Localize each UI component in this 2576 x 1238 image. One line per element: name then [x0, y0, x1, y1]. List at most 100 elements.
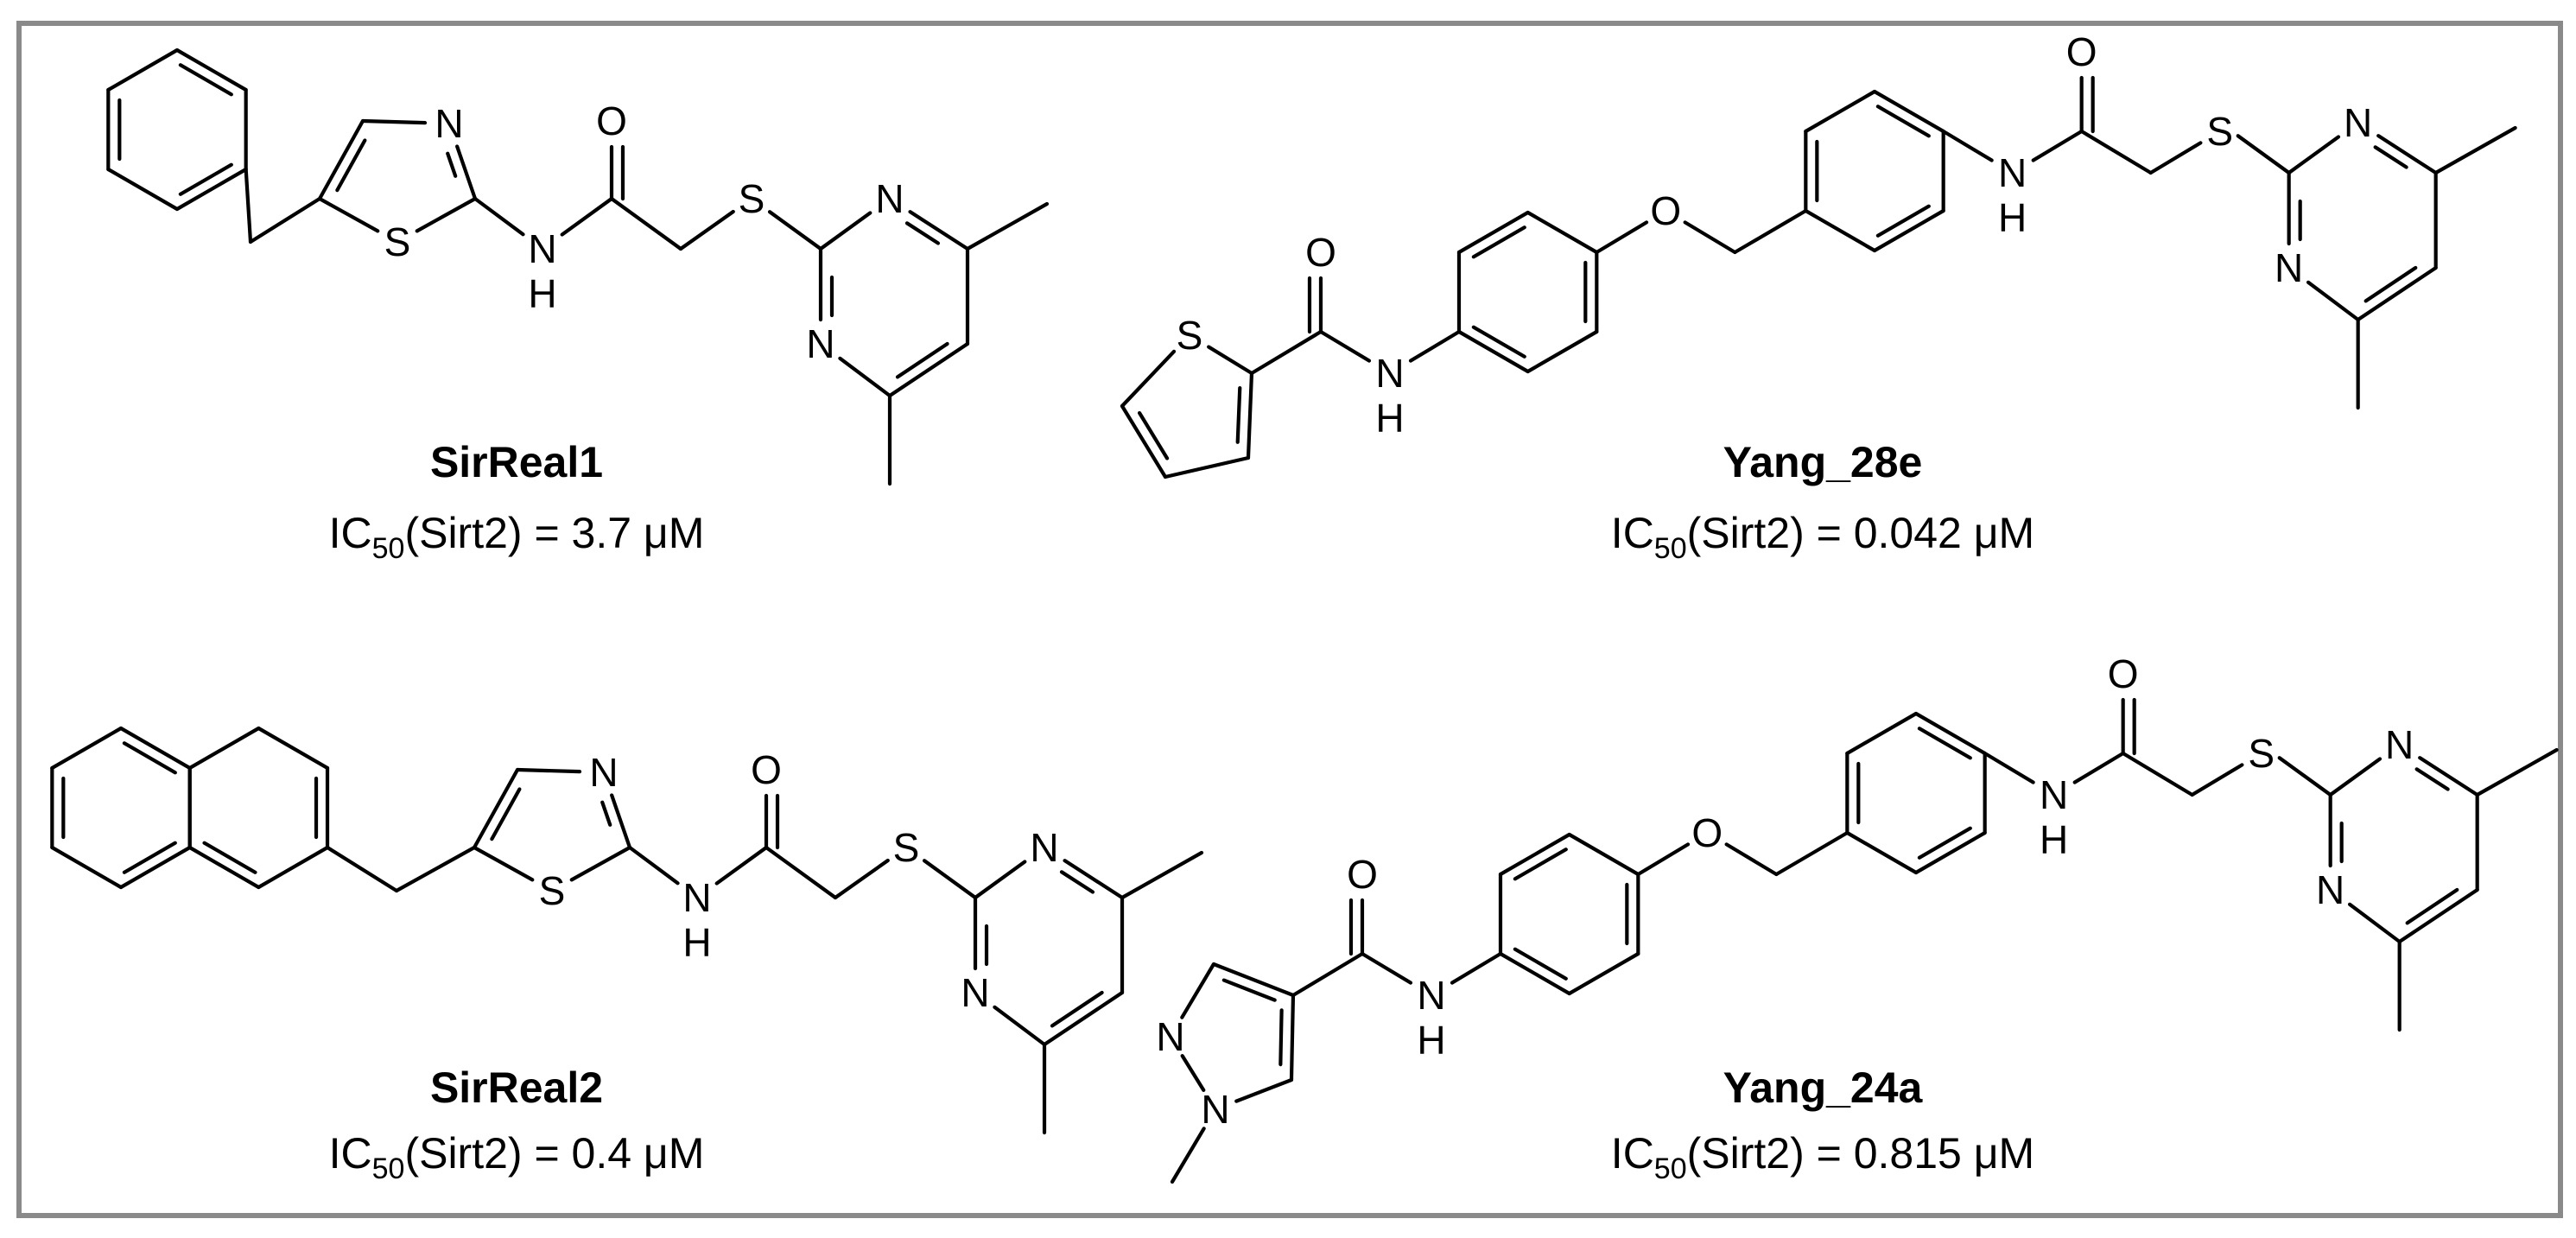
ic50-text: IC50(Sirt2) = 0.4 μM [329, 1129, 705, 1185]
bond [1567, 951, 1640, 996]
bond-double [178, 63, 233, 97]
bond [1498, 951, 1571, 996]
bond-double [1235, 386, 1242, 444]
bond [1683, 220, 1737, 255]
bond-double [904, 221, 941, 245]
atom-o: O [2108, 651, 2139, 696]
atom-s: S [739, 176, 765, 221]
atom-h: H [1375, 396, 1404, 441]
bond [2433, 125, 2517, 175]
atom-n: N [961, 970, 989, 1015]
atom-n: N [806, 321, 834, 366]
compound-name: SirReal2 [430, 1063, 603, 1112]
bond [1733, 208, 1808, 255]
bond-double [1059, 870, 1095, 894]
bond-double [2373, 145, 2408, 169]
bond [1872, 208, 1945, 253]
bond [118, 845, 192, 890]
bond-double [1471, 325, 1526, 359]
compound-name: Yang_24a [1723, 1063, 1924, 1112]
bond [174, 167, 248, 212]
atom-nh: N [1417, 973, 1445, 1018]
atom-s: S [1177, 313, 1203, 358]
bond [1246, 371, 1254, 460]
bond-double [1278, 1008, 1284, 1067]
bond [1456, 210, 1530, 255]
atom-nh: N [1998, 150, 2027, 195]
bond [106, 48, 180, 92]
bond [627, 845, 680, 886]
bond [2121, 751, 2194, 797]
bond-double [490, 787, 522, 841]
bond [472, 767, 520, 850]
atom-h: H [682, 920, 711, 965]
bond [1872, 89, 1945, 134]
bond [2072, 751, 2125, 784]
bond [1724, 842, 1779, 877]
bond [2306, 280, 2360, 322]
bond [2277, 756, 2332, 797]
atom-nh: N [528, 226, 556, 271]
bond [1120, 349, 1177, 409]
bond-double [335, 138, 367, 193]
bond [818, 211, 872, 251]
bond-double [1917, 826, 1972, 860]
figure-border [16, 21, 2563, 1218]
bond [2475, 747, 2559, 797]
bond [1526, 329, 1599, 374]
bond [1042, 990, 1125, 1047]
bond [609, 196, 683, 251]
compound-name: Yang_28e [1723, 438, 1923, 486]
bond-double [1471, 225, 1526, 259]
bond-double [2363, 265, 2418, 303]
atom-s: S [2206, 109, 2233, 154]
bond [678, 209, 735, 251]
bond [1207, 345, 1254, 376]
bond-double [1050, 990, 1104, 1028]
bond [993, 1005, 1047, 1047]
atom-h: H [2040, 817, 2068, 862]
bond [569, 845, 632, 882]
bond [764, 845, 838, 900]
bond-double [1513, 947, 1568, 981]
atom-o: O [1650, 188, 1681, 233]
bond [838, 356, 892, 398]
bond [515, 767, 582, 774]
bond [187, 845, 261, 890]
atom-s: S [2248, 731, 2275, 776]
atom-nh: N [1375, 351, 1404, 396]
bond [965, 201, 1050, 251]
bond-double [122, 741, 177, 775]
bond-double [202, 841, 257, 874]
bond [1291, 951, 1365, 998]
bond [1249, 329, 1323, 376]
bond [1170, 1127, 1206, 1184]
atom-n: N [2316, 867, 2344, 912]
bond [2287, 135, 2341, 175]
bond [1234, 1077, 1294, 1103]
atom-s: S [539, 868, 566, 913]
bond [1318, 329, 1372, 363]
bond [1408, 329, 1462, 363]
bond [1804, 208, 1877, 253]
bond [1180, 1054, 1206, 1092]
atom-h: H [528, 271, 556, 316]
caption-yang24a: Yang_24a IC50(Sirt2) = 0.815 μM [1611, 1063, 2034, 1185]
atom-n: N [1156, 1014, 1184, 1059]
atom-o: O [751, 747, 782, 792]
atom-o: O [2066, 29, 2097, 74]
bond-double [1875, 204, 1931, 238]
bond [50, 726, 124, 771]
bond [1983, 751, 2035, 784]
bond [1120, 850, 1204, 900]
bond [394, 845, 477, 893]
bond [610, 793, 632, 850]
caption-sirreal1: SirReal1 IC50(Sirt2) = 3.7 μM [329, 438, 705, 565]
bond [2079, 129, 2153, 175]
bond [2418, 756, 2479, 797]
bond [1595, 220, 1649, 255]
bond-double [122, 841, 177, 874]
